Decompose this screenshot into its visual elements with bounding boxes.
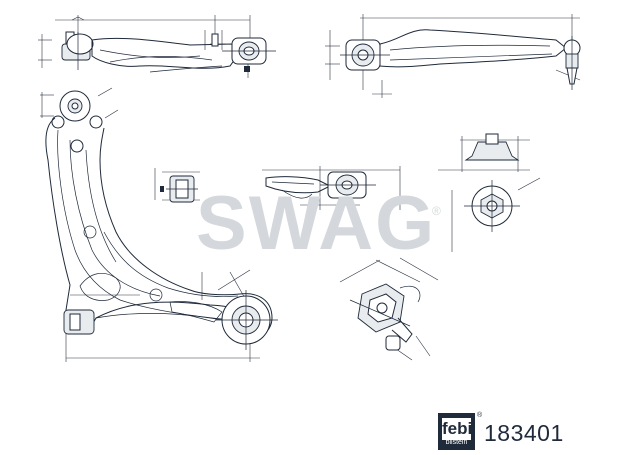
arm-side-view [38, 15, 276, 78]
swag-watermark: SWAG [196, 181, 437, 266]
bushing-detail [154, 168, 200, 203]
ball-joint-detail [438, 133, 541, 252]
febi-bilstein-logo: febi bilstein [438, 413, 475, 450]
ball-joint-perspective [339, 257, 439, 361]
logo-sub-text: bilstein [445, 439, 468, 446]
arm-top-view [325, 14, 581, 98]
arm-plan-view [40, 87, 278, 362]
arm-profile-view [262, 166, 401, 210]
watermark-registered-mark: ® [432, 204, 441, 218]
logo-main-text: febi [442, 418, 473, 440]
logo-registered-mark: ® [477, 412, 483, 419]
part-number: 183401 [484, 420, 564, 446]
